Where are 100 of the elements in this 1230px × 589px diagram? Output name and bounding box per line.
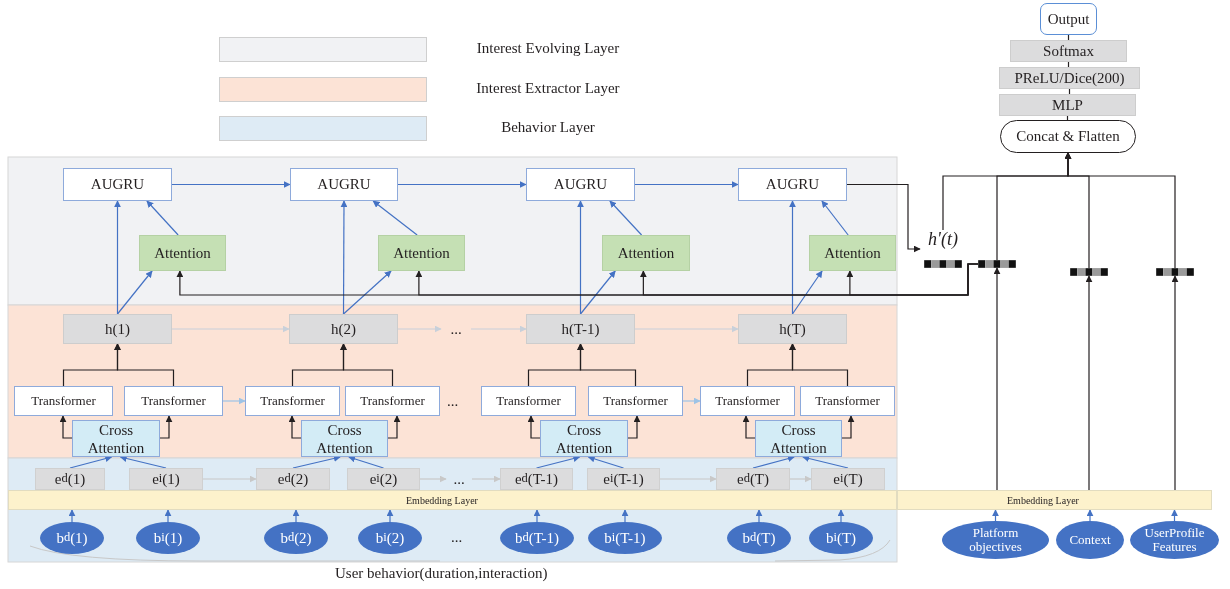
arrow: [222, 397, 246, 405]
legend-text: Interest Extractor Layer: [475, 80, 621, 97]
arrow: [419, 475, 447, 483]
hidden-state-box: h(T-1): [526, 314, 635, 344]
arrow: [821, 200, 849, 236]
arrow: [609, 200, 643, 236]
arrow: [340, 200, 348, 315]
feature-ellipse: UserProfile Features: [1130, 521, 1219, 559]
arrow: [68, 509, 76, 523]
augru-box: AUGRU: [63, 168, 172, 201]
ellipsis-text: ...: [446, 471, 472, 487]
arrow: [682, 397, 701, 405]
legend-text: Behavior Layer: [500, 119, 596, 136]
hidden-state-box: h(T): [738, 314, 847, 344]
arrow: [791, 270, 823, 315]
feature-vector: [978, 260, 1016, 268]
connector-line: [1067, 34, 1070, 41]
ellipsis-text: ...: [451, 529, 463, 546]
arrow: [992, 509, 999, 522]
arrow: [841, 415, 855, 439]
layer-box: Softmax: [1010, 40, 1127, 62]
arrow: [621, 509, 629, 523]
cross-attention-box: Cross Attention: [755, 420, 842, 457]
arrow: [114, 343, 175, 387]
arrow: [1171, 275, 1179, 491]
augru-box: AUGRU: [526, 168, 635, 201]
arrow: [634, 181, 739, 188]
arrow: [372, 200, 418, 236]
arrow: [69, 455, 113, 469]
arrow: [288, 415, 302, 439]
cross-attention-box: Cross Attention: [540, 420, 628, 457]
arrow: [386, 509, 394, 523]
feature-ellipse: Context: [1056, 521, 1124, 559]
arrow: [789, 200, 796, 315]
arrow: [789, 475, 812, 483]
embedding-layer-bar: Embedding Layer: [8, 490, 897, 510]
arrow: [752, 455, 795, 469]
ellipsis-text: ...: [447, 393, 459, 410]
arrow: [627, 415, 641, 439]
arrow: [171, 325, 290, 333]
arrow: [119, 455, 167, 469]
arrow: [742, 415, 756, 439]
feature-vector: [1156, 268, 1194, 276]
arrow: [292, 455, 341, 469]
arrow: [802, 455, 849, 469]
arrow: [471, 475, 501, 483]
cross-attention-box: Cross Attention: [72, 420, 160, 457]
connector-line: [1067, 61, 1070, 68]
feature-ellipse: Platform objectives: [942, 521, 1049, 559]
arrow: [1171, 509, 1178, 522]
caption-text: User behavior(duration,interaction): [335, 565, 548, 582]
arrow: [292, 509, 300, 523]
arrow: [342, 270, 392, 315]
arrow: [171, 181, 291, 188]
arrow: [577, 200, 584, 315]
feature-vector: h'(t): [920, 230, 966, 268]
attention-box: Attention: [809, 235, 896, 271]
arrow: [202, 475, 257, 483]
transformer-box: Transformer: [245, 386, 340, 416]
attention-box: Attention: [378, 235, 465, 271]
layer-box: MLP: [999, 94, 1136, 116]
arrow: [348, 455, 385, 469]
connector-line: [1068, 88, 1071, 95]
arrow: [846, 183, 921, 253]
arrow: [59, 415, 73, 439]
arrow: [659, 475, 717, 483]
transformer-box: Transformer: [481, 386, 576, 416]
arrow: [587, 455, 625, 469]
hidden-state-box: h(2): [289, 314, 398, 344]
arrow: [470, 325, 527, 333]
arrow: [340, 343, 394, 387]
concat-box: Concat & Flatten: [1000, 120, 1136, 153]
arrow: [789, 343, 849, 387]
output-box: Output: [1040, 3, 1097, 35]
arrow: [387, 415, 401, 439]
transformer-box: Transformer: [14, 386, 113, 416]
transformer-box: Transformer: [800, 386, 895, 416]
connector-line: [1066, 115, 1069, 121]
arrow: [837, 509, 845, 523]
augru-box: AUGRU: [738, 168, 847, 201]
arrow: [114, 200, 121, 315]
augru-box: AUGRU: [290, 168, 398, 201]
transformer-box: Transformer: [124, 386, 223, 416]
arrow: [533, 509, 541, 523]
arrow: [397, 325, 442, 333]
cross-attention-box: Cross Attention: [301, 420, 388, 457]
transformer-box: Transformer: [588, 386, 683, 416]
hidden-state-box: h(1): [63, 314, 172, 344]
arrow: [993, 267, 1001, 491]
layer-box: PReLU/Dice(200): [999, 67, 1140, 89]
arrow: [527, 415, 541, 439]
arrow: [535, 455, 581, 469]
arrow: [846, 263, 979, 296]
arrow: [634, 325, 739, 333]
arrow: [1086, 509, 1094, 522]
attention-box: Attention: [602, 235, 690, 271]
arrow: [164, 509, 172, 523]
embedding-layer-bar: Embedding Layer: [897, 490, 1212, 510]
arrow: [146, 200, 179, 236]
legend-text: Interest Evolving Layer: [475, 40, 621, 57]
